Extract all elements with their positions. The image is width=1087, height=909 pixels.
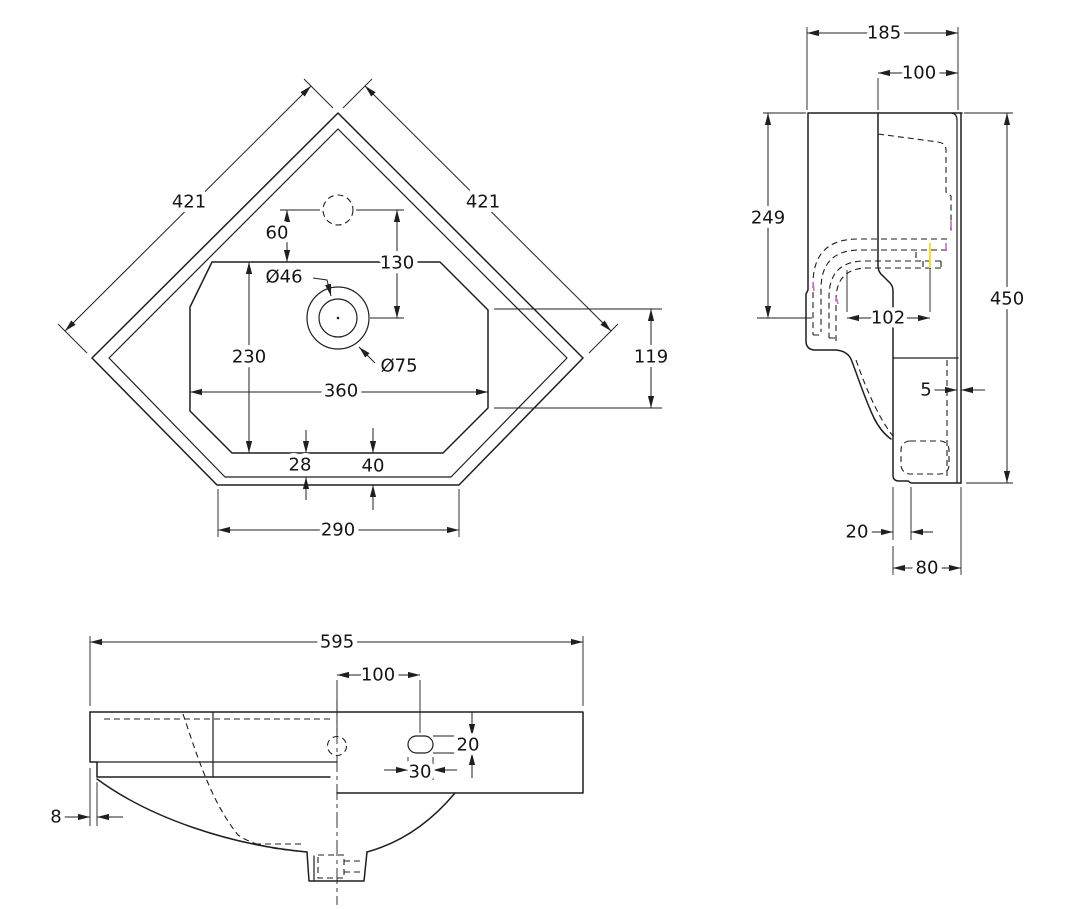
- dim-label-dia46: Ø46: [265, 267, 302, 288]
- side-hidden-fixing-hole: [900, 440, 950, 475]
- front-trap-hidden-pipe: [317, 854, 345, 879]
- front-left-edge: [89, 711, 331, 778]
- leader-line-46: [312, 277, 332, 297]
- front-dimensions: 595 100 20 30 8: [46, 627, 584, 832]
- dim-label-80: 80: [916, 558, 939, 579]
- dim-label-28: 28: [289, 455, 312, 476]
- plan-waste-center-dot: [336, 316, 340, 320]
- plan-waste-inner: [318, 298, 358, 338]
- plan-dimensions: 421 421 60 130 Ø46 Ø75 230 360: [57, 78, 673, 545]
- side-hidden-rim: [877, 133, 952, 232]
- plan-tap-hole: [322, 194, 354, 226]
- dim-label-100-front: 100: [361, 665, 395, 686]
- dim-label-595: 595: [320, 632, 354, 653]
- dim-line-421-right: [364, 85, 612, 332]
- dim-label-185: 185: [867, 23, 901, 44]
- side-hidden-overflow-1: [812, 238, 947, 335]
- front-bowl-right-arc: [366, 792, 456, 853]
- plan-object: [91, 112, 584, 486]
- front-object: [89, 700, 584, 905]
- dim-label-230: 230: [232, 347, 266, 368]
- side-hidden-overflow-4: [835, 267, 941, 341]
- plan-rim-line: [108, 128, 568, 478]
- dim-label-450: 450: [990, 289, 1024, 310]
- dim-label-20-front: 20: [457, 735, 480, 756]
- dim-label-60: 60: [266, 223, 289, 244]
- dim-label-130: 130: [380, 253, 414, 274]
- dim-label-30: 30: [409, 762, 432, 783]
- dim-label-421-left: 421: [172, 192, 206, 213]
- ext-line: [757, 27, 1013, 575]
- dim-label-421-right: 421: [466, 192, 500, 213]
- dim-label-360: 360: [324, 381, 358, 402]
- front-bowl-left-arc: [96, 778, 308, 853]
- front-panel-outline: [89, 711, 584, 794]
- side-hidden-bowl-inner: [855, 359, 894, 437]
- ext-line: [57, 78, 334, 354]
- dim-label-249: 249: [751, 208, 785, 229]
- side-hidden-overflow-3: [828, 260, 941, 338]
- side-dimensions: 185 100 249 450 102 5 20 80: [746, 18, 1028, 583]
- dim-label-5: 5: [920, 380, 931, 401]
- dim-label-102: 102: [871, 308, 905, 329]
- plan-view: 421 421 60 130 Ø46 Ø75 230 360: [57, 78, 673, 545]
- front-overflow-slot: [407, 735, 434, 754]
- front-trap-outline: [306, 851, 368, 882]
- ext-line: [342, 78, 619, 354]
- leader-line-75: [358, 346, 376, 364]
- dim-label-119: 119: [634, 347, 668, 368]
- dim-label-20-side: 20: [846, 522, 869, 543]
- front-view: 595 100 20 30 8: [46, 627, 584, 905]
- dim-line-421-left: [64, 85, 312, 332]
- dim-label-100-side: 100: [902, 63, 936, 84]
- front-trap-hidden-lines: [255, 843, 364, 873]
- ext-line: [89, 636, 584, 826]
- side-highlight-magenta: [812, 221, 952, 305]
- side-view: 185 100 249 450 102 5 20 80: [746, 18, 1028, 583]
- side-wall-inner-line: [951, 112, 958, 484]
- side-object: [805, 112, 963, 484]
- dim-label-dia75: Ø75: [380, 356, 417, 377]
- dim-label-8: 8: [50, 807, 61, 828]
- side-bowl-front-edge: [877, 112, 962, 484]
- dim-label-40: 40: [362, 456, 385, 477]
- dim-label-290: 290: [321, 520, 355, 541]
- side-front-outline: [805, 112, 892, 440]
- ext-line: [494, 308, 662, 409]
- side-hidden-ticks: [813, 252, 942, 339]
